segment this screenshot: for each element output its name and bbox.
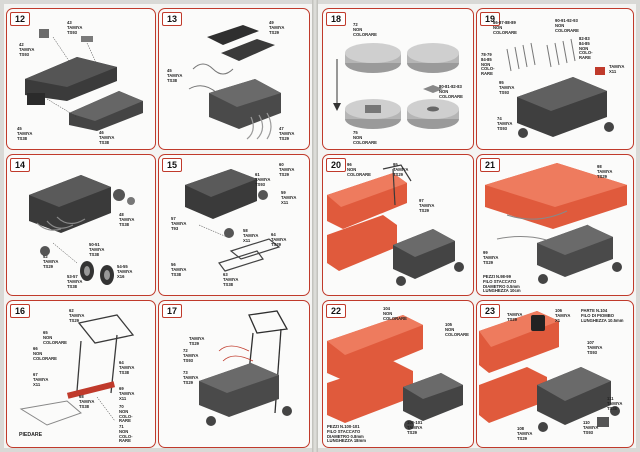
frame-parts-illustration — [19, 314, 135, 426]
part-label: PEZZI N.100-101 FILO STACCATO DIAMETRO 0… — [327, 424, 366, 444]
step-panel-20: 20 96 NON COLORARE 95 TAMIYA TS29 97 TAM… — [322, 154, 474, 296]
part-label: 75 NON COLORARE — [353, 130, 377, 145]
chassis-illustration — [479, 311, 620, 432]
part-label: 74 TAMIYA TS93 — [497, 116, 513, 131]
part-label: 104 NON COLORARE — [383, 306, 407, 321]
part-label: 46 TAMIYA TS38 — [99, 130, 115, 145]
step-number: 19 — [480, 12, 500, 26]
engine-assembly-illustration — [185, 169, 281, 272]
part-label: 90-91-92-93 NON COLORARE — [555, 18, 579, 33]
step-panel-14: 14 48 TAMIYA TS38 50-51 TAMIYA TS38 52 T… — [6, 154, 156, 296]
part-label: TAMIYA X11 — [609, 64, 625, 74]
base-plates-illustration — [333, 43, 459, 129]
part-label: 100-101 TAMIYA TS29 — [407, 420, 423, 435]
step-panel-15: 15 60 TAMIYA TS29 61 TAMIYA TS93 59 TAMI… — [158, 154, 310, 296]
part-label: 45 TAMIYA TS38 — [17, 126, 33, 141]
part-label: 97 TAMIYA TS29 — [419, 198, 435, 213]
step-panel-21: 21 98 TAMIYA TS29 99 TAMIYA TS29 PEZZI N… — [476, 154, 634, 296]
part-label: 99 TAMIYA TS29 — [483, 250, 499, 265]
part-label: 63 TAMIYA TS38 — [223, 272, 239, 287]
part-label: 65 NON COLORARE — [43, 330, 67, 345]
engine-parts-illustration — [188, 25, 281, 140]
part-label: 50-51 TAMIYA TS38 — [89, 242, 105, 257]
part-label: 95 TAMIYA TS93 — [499, 80, 515, 95]
step-panel-12: 12 42 TAMIYA TS93 43 TAMIYA TS93 45 TAMI… — [6, 8, 156, 150]
part-label: 73 TAMIYA TS29 — [183, 370, 199, 385]
part-label: 95 TAMIYA TS29 — [393, 162, 409, 177]
part-label: 110 TAMIYA TS93 — [583, 420, 599, 435]
step-number: 13 — [162, 12, 182, 26]
engine-parts-illustration — [25, 29, 143, 131]
step-number: 18 — [326, 12, 346, 26]
part-label: 52 TAMIYA TS29 — [43, 254, 59, 269]
part-label: 96 NON COLORARE — [347, 162, 371, 177]
part-label: 70 NON COLO- RARE — [119, 404, 133, 424]
step-number: 17 — [162, 304, 182, 318]
page-gutter — [312, 0, 318, 452]
part-label: 45 TAMIYA TS38 — [167, 68, 183, 83]
part-label: 64 TAMIYA TS38 — [119, 360, 135, 375]
step-panel-23: 23 TAMIYA TS29 106 TAMIYA X1 PARTE N.104… — [476, 300, 634, 448]
part-label: 106 TAMIYA X1 — [555, 308, 571, 323]
step-number: 21 — [480, 158, 500, 172]
part-label: PIEDARE — [19, 432, 43, 438]
step-panel-22: 22 104 NON COLORARE 105 NON COLORARE 100… — [322, 300, 474, 448]
part-label: 86-87-88-89 NON COLORARE — [493, 20, 517, 35]
part-label: 42 TAMIYA TS93 — [19, 42, 35, 57]
part-label: 54-55 TAMIYA X16 — [117, 264, 133, 279]
part-label: 60 TAMIYA TS29 — [279, 162, 295, 177]
step-number: 22 — [326, 304, 346, 318]
step-panel-13: 13 49 TAMIYA TS29 45 TAMIYA TS38 47 TAMI… — [158, 8, 310, 150]
part-label: 66 NON COLORARE — [33, 346, 57, 361]
part-label: 62 TAMIYA TS29 — [69, 308, 85, 323]
part-label: 49 TAMIYA TS29 — [269, 20, 285, 35]
step-panel-19: 19 86-87-88-89 NON COLORARE 90-91-92-93 … — [476, 8, 634, 150]
chassis-illustration — [485, 163, 627, 284]
step-number: 20 — [326, 158, 346, 172]
part-label: 68 TAMIYA TS38 — [79, 394, 95, 409]
part-label: 71 NON COLO- RARE — [119, 424, 133, 444]
part-label: 67 TAMIYA X11 — [33, 372, 49, 387]
step-number: 23 — [480, 304, 500, 318]
part-label: 64 TAMIYA TS29 — [271, 232, 287, 247]
step-panel-17: 17 TAMIYA TS29 72 TAMIYA TS93 73 TAMIYA … — [158, 300, 310, 448]
step-number: 15 — [162, 158, 182, 172]
step-number: 16 — [10, 304, 30, 318]
part-label: PARTE N.104 FILO DI PIOMBO LUNGHEZZA 10.… — [581, 308, 624, 323]
chassis-illustration — [327, 164, 464, 286]
engine-frame-illustration — [199, 310, 292, 426]
part-label: 47 TAMIYA TS29 — [279, 126, 295, 141]
chassis-illustration — [327, 315, 463, 430]
part-label: 80-81-82-83 NON COLORARE — [439, 84, 463, 99]
part-label: 69 TAMIYA X11 — [119, 386, 135, 401]
part-label: 53-57 TAMIYA TS38 — [67, 274, 83, 289]
engine-injectors-illustration — [506, 38, 614, 138]
engine-assembly-illustration — [29, 175, 135, 285]
part-label: 111 TAMIYA TS38 — [607, 396, 623, 411]
part-label: 72 TAMIYA TS93 — [183, 348, 199, 363]
step-number: 14 — [10, 158, 30, 172]
step-panel-16: 16 62 TAMIYA TS29 65 NON COLORARE 66 NON… — [6, 300, 156, 448]
part-label: 108 TAMIYA TS29 — [517, 426, 533, 441]
part-label: 56 TAMIYA TS38 — [171, 262, 187, 277]
part-label: 59 TAMIYA X11 — [281, 190, 297, 205]
step-panel-18: 18 72 NON COLORARE 80-81-82-83 NON COLOR… — [322, 8, 474, 150]
part-label: TAMIYA TS29 — [189, 336, 205, 346]
part-label: 82-83 84-85 NON COLO- RARE — [579, 36, 593, 61]
part-label: 72 NON COLORARE — [353, 22, 377, 37]
part-label: 43 TAMIYA TS93 — [67, 20, 83, 35]
part-label: TAMIYA TS29 — [507, 312, 523, 322]
part-label: 78-79 84-85 NON COLO- RARE — [481, 52, 495, 77]
part-label: 98 TAMIYA TS29 — [597, 164, 613, 179]
part-label: 61 TAMIYA TS93 — [255, 172, 271, 187]
part-label: 48 TAMIYA TS38 — [119, 212, 135, 227]
part-label: 57 TAMIYA T93 — [171, 216, 187, 231]
part-label: 105 NON COLORARE — [445, 322, 469, 337]
step-number: 12 — [10, 12, 30, 26]
part-label: 107 TAMIYA TS93 — [587, 340, 603, 355]
part-label: 58 TAMIYA X11 — [243, 228, 259, 243]
part-label: PEZZI N.98-99 FILO STACCATO DIAMETRO 0.5… — [483, 274, 521, 294]
